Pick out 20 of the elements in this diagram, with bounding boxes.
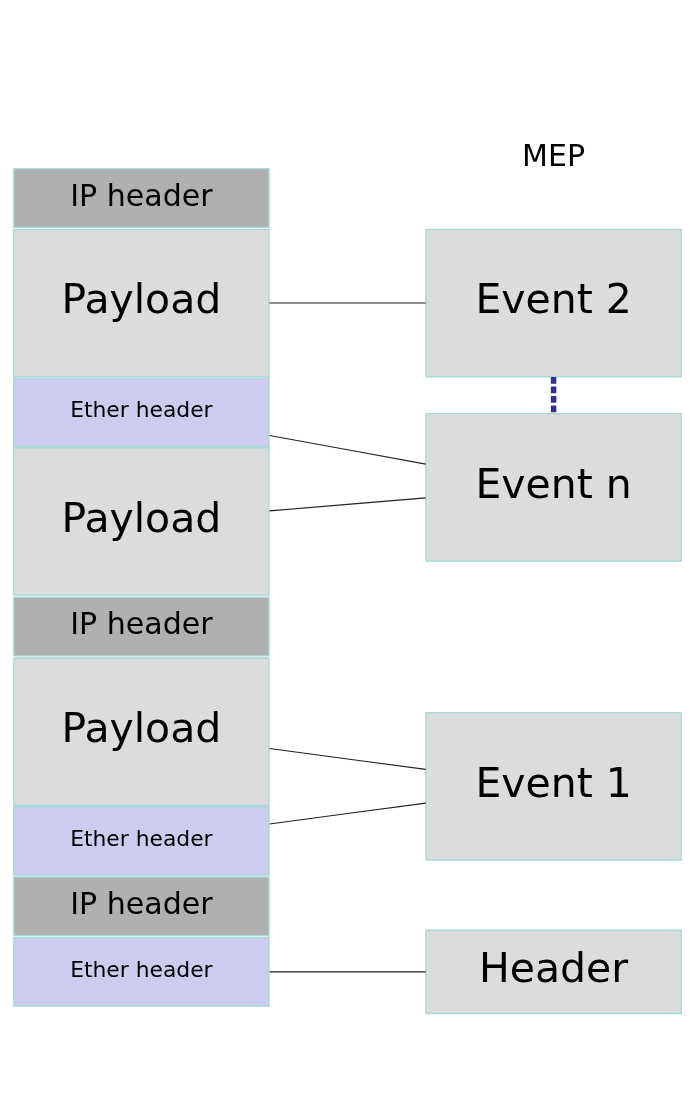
connector — [268, 802, 427, 824]
node-box: Event 2 — [425, 228, 682, 377]
node-box: Event n — [425, 412, 682, 562]
connector — [268, 496, 427, 511]
node-box: Payload — [13, 446, 270, 596]
node-box: Ether header — [13, 376, 270, 447]
node-box: Header — [425, 929, 682, 1014]
connector — [550, 376, 557, 414]
node-box: Event 1 — [425, 711, 682, 861]
label: MEP — [522, 137, 586, 173]
node-box: IP header — [13, 596, 270, 657]
connector — [268, 434, 427, 465]
node-box: Payload — [13, 656, 270, 806]
connector — [268, 747, 427, 770]
node-box: Ether header — [13, 805, 270, 876]
node-box: Ether header — [13, 936, 270, 1007]
node-box: Payload — [13, 228, 270, 377]
node-box: IP header — [13, 167, 270, 228]
connector — [268, 970, 427, 972]
node-box: IP header — [13, 875, 270, 936]
